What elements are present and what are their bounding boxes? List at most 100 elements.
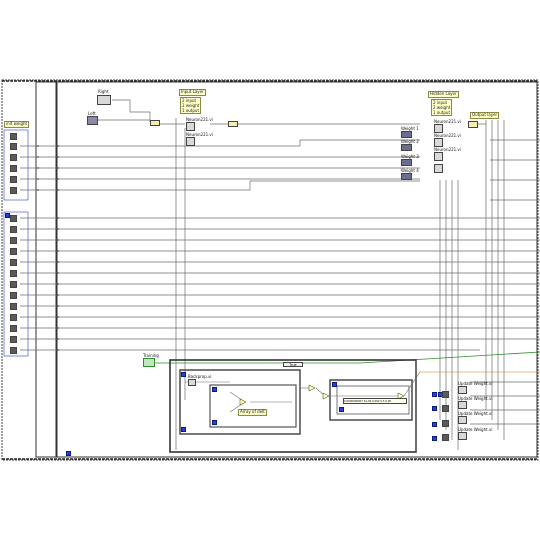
init-array-4[interactable] bbox=[10, 165, 17, 172]
loop-n-terminal-1 bbox=[181, 372, 186, 377]
update-weight-4-subvi[interactable] bbox=[458, 432, 467, 440]
weight-1-label: Weight 1 bbox=[401, 126, 419, 131]
update-array-3 bbox=[442, 420, 449, 427]
backprop-subvi[interactable] bbox=[188, 379, 196, 386]
update-weight-1-label: Update Weight.vi bbox=[458, 381, 493, 386]
main-loop-i-terminal bbox=[66, 451, 71, 456]
left-label: Left bbox=[88, 111, 96, 116]
hidden-layer-note: 2 input 2 weight 1 output bbox=[431, 99, 453, 116]
input-layer-line-3: 1 output bbox=[182, 108, 200, 113]
weight-3-indicator bbox=[401, 159, 412, 166]
init-array-9[interactable] bbox=[10, 237, 17, 244]
loop-i-terminal-1 bbox=[181, 427, 186, 432]
loop-n-terminal-2 bbox=[212, 387, 217, 392]
init-array-17[interactable] bbox=[10, 325, 17, 332]
numeric-constant: 0.0000000007 3e-05 0.002 0.5 0.00 bbox=[343, 398, 407, 404]
init-array-13[interactable] bbox=[10, 281, 17, 288]
init-array-10[interactable] bbox=[10, 248, 17, 255]
hidden-layer-line-1: 2 input bbox=[433, 100, 448, 105]
neuron-hidden-3-subvi[interactable] bbox=[434, 152, 443, 161]
neuron-input-1-label: Neuron221.vi bbox=[186, 117, 213, 122]
inner-for-loop-4 bbox=[336, 385, 410, 415]
init-array-6[interactable] bbox=[10, 187, 17, 194]
init-array-8[interactable] bbox=[10, 226, 17, 233]
main-loop-frame bbox=[56, 81, 538, 458]
weight-3-label: Weight 3 bbox=[401, 154, 419, 159]
backprop-label: Backprop.vi bbox=[188, 374, 212, 379]
right-label: Right bbox=[98, 89, 109, 94]
neuron-input-2-subvi[interactable] bbox=[186, 137, 195, 146]
init-array-12[interactable] bbox=[10, 270, 17, 277]
inner-for-loop-3 bbox=[329, 379, 413, 421]
init-weight-label: init weight bbox=[4, 121, 30, 128]
hidden-layer-title: Hidden Layer bbox=[428, 91, 459, 98]
init-array-16[interactable] bbox=[10, 314, 17, 321]
update-weight-2-label: Update Weight.vi bbox=[458, 396, 493, 401]
input-layer-note: 2 input 2 weight 1 output bbox=[180, 97, 202, 114]
weight-wires bbox=[20, 118, 540, 450]
outer-loop-frame bbox=[1, 79, 539, 461]
init-array-2[interactable] bbox=[10, 143, 17, 150]
update-array-2 bbox=[442, 405, 449, 412]
case-selector[interactable]: True bbox=[283, 362, 303, 367]
weight-1-indicator bbox=[401, 131, 412, 138]
weight-2-indicator bbox=[401, 144, 412, 151]
update-index-1 bbox=[432, 392, 437, 397]
input-layer-line-2: 2 weight bbox=[182, 103, 200, 108]
build-array-node-2 bbox=[228, 121, 238, 127]
init-group-2-index bbox=[5, 213, 10, 218]
input-wires bbox=[97, 99, 486, 125]
init-weight-group-1 bbox=[3, 129, 29, 201]
training-control[interactable] bbox=[143, 358, 155, 367]
init-array-11[interactable] bbox=[10, 259, 17, 266]
init-array-1[interactable] bbox=[10, 133, 17, 140]
weight-4-indicator bbox=[401, 173, 412, 180]
neuron-hidden-2-subvi[interactable] bbox=[434, 138, 443, 147]
training-inner-wires bbox=[185, 360, 421, 452]
weight-2-label: Weight 2 bbox=[401, 139, 419, 144]
hidden-layer-line-3: 1 output bbox=[433, 110, 451, 115]
inner-loop-frame bbox=[35, 81, 57, 458]
init-array-15[interactable] bbox=[10, 303, 17, 310]
update-index-2 bbox=[432, 406, 437, 411]
update-index-3 bbox=[432, 422, 437, 427]
init-array-14[interactable] bbox=[10, 292, 17, 299]
training-wire bbox=[154, 351, 540, 364]
neuron-hidden-3-label: Neuron221.vi bbox=[434, 147, 461, 152]
init-array-7[interactable] bbox=[10, 215, 17, 222]
init-array-18[interactable] bbox=[10, 336, 17, 343]
update-weight-3-label: Update Weight.vi bbox=[458, 411, 493, 416]
inner-for-loop-2 bbox=[209, 384, 297, 428]
init-array-5[interactable] bbox=[10, 176, 17, 183]
build-array-node-3 bbox=[468, 121, 478, 128]
hidden-layer-line-2: 2 weight bbox=[433, 105, 451, 110]
init-array-3[interactable] bbox=[10, 154, 17, 161]
neuron-hidden-2-label: Neuron221.vi bbox=[434, 133, 461, 138]
update-array-4 bbox=[442, 434, 449, 441]
loop-n-terminal-3 bbox=[332, 382, 337, 387]
update-weight-1-subvi[interactable] bbox=[458, 386, 467, 394]
weight-4-label: Weight 4 bbox=[401, 168, 419, 173]
update-index-4 bbox=[432, 436, 437, 441]
neuron-input-2-label: Neuron221.vi bbox=[186, 132, 213, 137]
loop-i-terminal-2 bbox=[212, 420, 217, 425]
output-layer-title: Output layer bbox=[470, 112, 500, 119]
init-array-19[interactable] bbox=[10, 347, 17, 354]
array-of-delt-label: Array of delt bbox=[238, 409, 267, 416]
inner-for-loop-1 bbox=[179, 369, 301, 435]
neuron-hidden-4-subvi[interactable] bbox=[434, 164, 443, 173]
wire-junctions bbox=[37, 145, 59, 351]
input-layer-title: Input Layer bbox=[179, 89, 206, 96]
multiply-nodes bbox=[239, 384, 405, 406]
update-array-1 bbox=[442, 391, 449, 398]
right-control[interactable] bbox=[97, 95, 111, 105]
left-control[interactable] bbox=[87, 116, 98, 125]
neuron-hidden-1-subvi[interactable] bbox=[434, 124, 443, 133]
update-weight-2-subvi[interactable] bbox=[458, 401, 467, 409]
neuron-hidden-1-label: Neuron221.vi bbox=[434, 119, 461, 124]
neuron-input-1-subvi[interactable] bbox=[186, 122, 195, 131]
build-array-node-1 bbox=[150, 120, 160, 126]
update-weight-3-subvi[interactable] bbox=[458, 416, 467, 424]
input-layer-line-1: 2 input bbox=[182, 98, 197, 103]
